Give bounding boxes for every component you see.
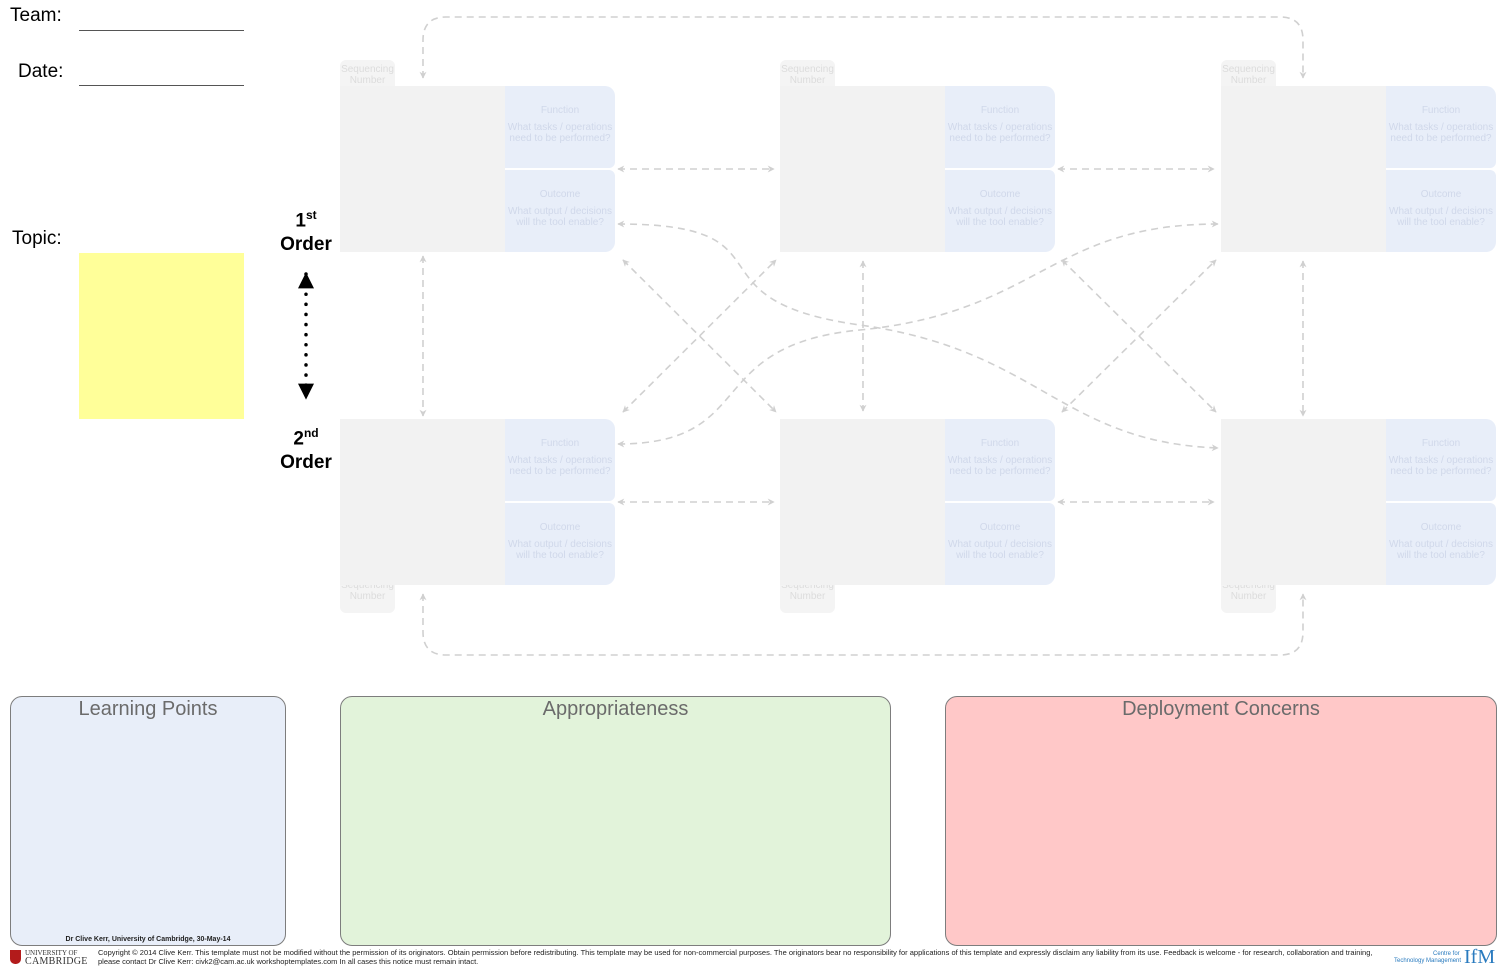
team-label: Team: [10, 5, 62, 26]
arrow-curve-c1bottom-c3top [617, 220, 1219, 448]
deployment-concerns-title: Deployment Concerns [1122, 698, 1320, 720]
function-title: Function [980, 438, 1020, 449]
first-order-word: Order [280, 234, 332, 256]
outcome-text: What output / decisions will the tool en… [948, 206, 1052, 228]
arrow-curve-c1top-c3bottom [617, 220, 1219, 452]
top-loop-arrow [419, 16, 1307, 79]
appropriateness-title: Appropriateness [542, 698, 689, 720]
tool-name-area[interactable] [780, 86, 945, 252]
tool-name-area[interactable] [340, 86, 505, 252]
outcome-text: What output / decisions will the tool en… [1389, 539, 1493, 561]
outcome-text: What output / decisions will the tool en… [948, 539, 1052, 561]
ifm-logo: Centre for Technology Management IfM [1394, 946, 1498, 968]
second-order-number: 2 [293, 428, 304, 450]
function-title: Function [540, 105, 580, 116]
function-title: Function [980, 105, 1020, 116]
date-label: Date: [18, 61, 64, 82]
centre-line2: Technology Management [1394, 958, 1462, 964]
outcome-title: Outcome [1420, 189, 1462, 200]
outcome-title: Outcome [1420, 522, 1462, 533]
first-order-suffix: st [305, 208, 317, 222]
second-order-word: Order [280, 452, 332, 474]
cambridge-shield-icon [10, 950, 21, 964]
learning-points-panel[interactable]: Learning Points Dr Clive Kerr, Universit… [10, 696, 286, 946]
outcome-title: Outcome [979, 189, 1021, 200]
outcome-title: Outcome [539, 189, 581, 200]
learning-points-title: Learning Points [78, 698, 218, 720]
bottom-loop-arrow [419, 593, 1307, 656]
ifm-logo-text: IfM [1464, 946, 1496, 968]
function-text: What tasks / operations need to be perfo… [947, 455, 1053, 477]
tool-name-area[interactable] [340, 419, 505, 585]
outcome-text: What output / decisions will the tool en… [1389, 206, 1493, 228]
topic-sticky-note[interactable] [79, 253, 244, 419]
first-order-label: 1st Order [266, 203, 346, 257]
university-of-cambridge-logo: UNIVERSITY OF CAMBRIDGE [10, 949, 95, 967]
second-order-suffix: nd [303, 426, 319, 440]
outcome-text: What output / decisions will the tool en… [508, 206, 612, 228]
copyright-notice: Copyright © 2014 Clive Kerr. This templa… [98, 948, 1373, 966]
function-text: What tasks / operations need to be perfo… [1388, 122, 1494, 144]
function-text: What tasks / operations need to be perfo… [507, 122, 613, 144]
function-title: Function [1421, 105, 1461, 116]
function-text: What tasks / operations need to be perfo… [947, 122, 1053, 144]
function-text: What tasks / operations need to be perfo… [507, 455, 613, 477]
function-title: Function [1421, 438, 1461, 449]
second-order-label: 2nd Order [266, 421, 346, 475]
author-signature: Dr Clive Kerr, University of Cambridge, … [65, 936, 231, 943]
deployment-concerns-panel[interactable]: Deployment Concerns [945, 696, 1497, 946]
outcome-text: What output / decisions will the tool en… [508, 539, 612, 561]
outcome-title: Outcome [539, 522, 581, 533]
university-line1: UNIVERSITY OF [25, 949, 78, 957]
function-title: Function [540, 438, 580, 449]
first-order-number: 1 [295, 210, 306, 232]
topic-label: Topic: [12, 228, 62, 249]
date-input-line[interactable] [79, 85, 244, 86]
outcome-title: Outcome [979, 522, 1021, 533]
appropriateness-panel[interactable]: Appropriateness [340, 696, 891, 946]
tool-name-area[interactable] [1221, 86, 1386, 252]
tool-name-area[interactable] [780, 419, 945, 585]
centre-line1: Centre for [1433, 951, 1460, 957]
team-input-line[interactable] [79, 30, 244, 31]
university-line2: CAMBRIDGE [25, 956, 88, 967]
function-text: What tasks / operations need to be perfo… [1388, 455, 1494, 477]
tool-name-area[interactable] [1221, 419, 1386, 585]
